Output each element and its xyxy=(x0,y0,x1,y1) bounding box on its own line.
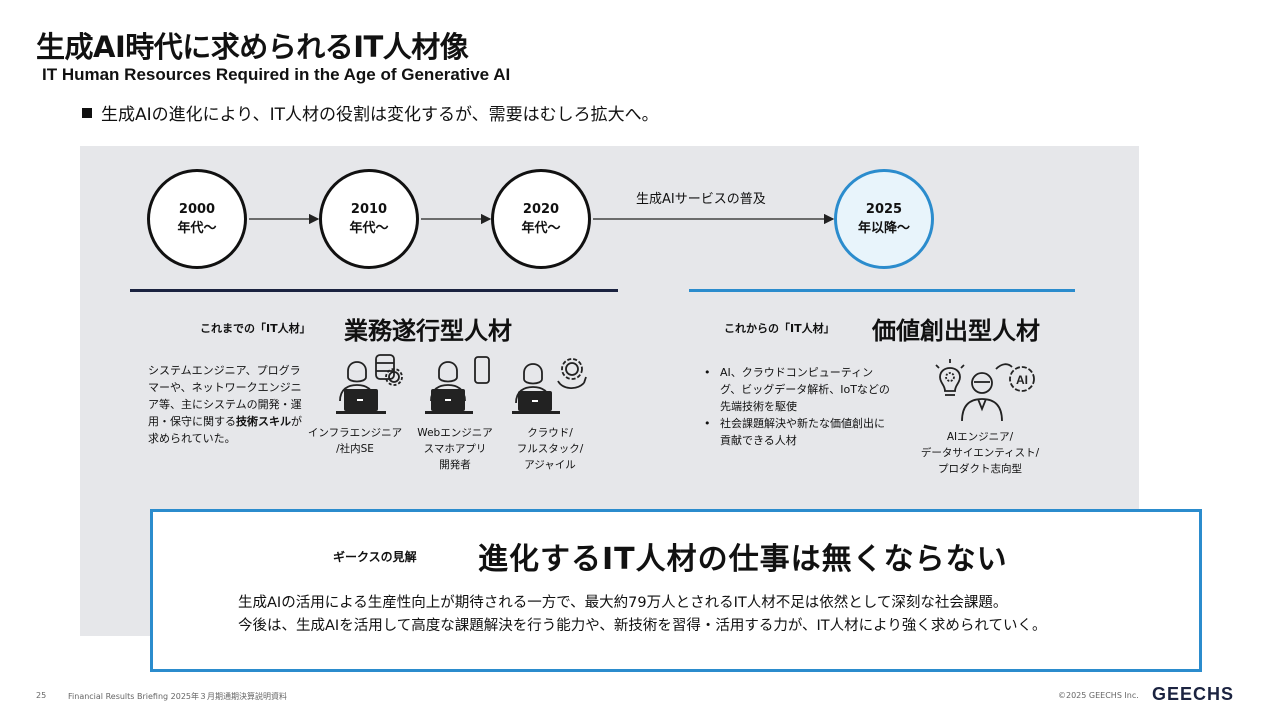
geechs-view-callout: ギークスの見解 進化するIT人材の仕事は無くならない 生成AIの活用による生産性… xyxy=(150,509,1202,672)
page-title: 生成AI時代に求められるIT人材像 xyxy=(36,30,469,64)
past-description: システムエンジニア、プログラマーや、ネットワークエンジニア等、主にシステムの開発… xyxy=(148,364,302,446)
era-suffix: 年代〜 xyxy=(177,221,217,236)
future-small-label: これからの「IT人材」 xyxy=(724,322,835,335)
footer-document-name: Financial Results Briefing 2025年３月期通期決算説… xyxy=(68,692,288,701)
ai-badge-text: AI xyxy=(1016,373,1028,387)
era-suffix: 年以降〜 xyxy=(857,221,910,236)
era-circle-2025: 2025 年以降〜 xyxy=(834,169,934,269)
list-item: 社会課題解決や新たな価値創出に貢献できる人材 xyxy=(702,415,894,449)
era-circle-2000: 2000 年代〜 xyxy=(147,169,247,269)
role-caption-cloud: クラウド/ フルスタック/ アジャイル xyxy=(516,427,584,471)
infra-engineer-icon xyxy=(336,354,403,414)
page-number: 25 xyxy=(36,691,47,700)
future-divider xyxy=(689,289,1075,292)
era-circle-2010: 2010 年代〜 xyxy=(319,169,419,269)
past-divider xyxy=(130,289,618,292)
role-caption-infra: インフラエンジニア /社内SE xyxy=(307,427,403,455)
callout-body: 生成AIの活用による生産性向上が期待される一方で、最大約79万人とされるIT人材… xyxy=(238,595,1047,635)
cloud-engineer-icon xyxy=(512,358,587,414)
square-bullet-icon xyxy=(82,107,92,118)
era-year: 2000 xyxy=(178,201,216,217)
lead-bullet-text: 生成AIの進化により、IT人材の役割は変化するが、需要はむしろ拡大へ。 xyxy=(101,105,659,125)
era-year: 2020 xyxy=(522,201,560,217)
company-logo: GEECHS xyxy=(1152,684,1235,704)
footer-copyright: ©2025 GEECHS Inc. xyxy=(1058,691,1139,700)
ai-engineer-icon: AI xyxy=(935,359,1035,422)
web-engineer-icon xyxy=(425,356,490,414)
callout-small-label: ギークスの見解 xyxy=(333,550,417,564)
past-small-label: これまでの「IT人材」 xyxy=(200,322,311,335)
era-year: 2010 xyxy=(350,201,388,217)
lead-bullet: 生成AIの進化により、IT人材の役割は変化するが、需要はむしろ拡大へ。 xyxy=(82,100,659,125)
era-circle-2020: 2020 年代〜 xyxy=(491,169,591,269)
past-big-label: 業務遂行型人材 xyxy=(344,317,512,345)
callout-headline: 進化するIT人材の仕事は無くならない xyxy=(478,542,1008,577)
page-subtitle: IT Human Resources Required in the Age o… xyxy=(42,65,511,84)
arrow-label: 生成AIサービスの普及 xyxy=(636,192,766,207)
list-item: AI、クラウドコンピューティング、ビッグデータ解析、IoTなどの先端技術を駆使 xyxy=(702,364,894,415)
role-caption-web: Webエンジニア スマホアプリ 開発者 xyxy=(417,427,493,471)
era-year: 2025 xyxy=(865,201,903,217)
future-bullet-list: AI、クラウドコンピューティング、ビッグデータ解析、IoTなどの先端技術を駆使 … xyxy=(702,364,894,449)
era-suffix: 年代〜 xyxy=(521,221,561,236)
role-caption-ai: AIエンジニア/ データサイエンティスト/ プロダクト志向型 xyxy=(920,431,1040,475)
era-suffix: 年代〜 xyxy=(349,221,389,236)
future-big-label: 価値創出型人材 xyxy=(872,317,1040,345)
